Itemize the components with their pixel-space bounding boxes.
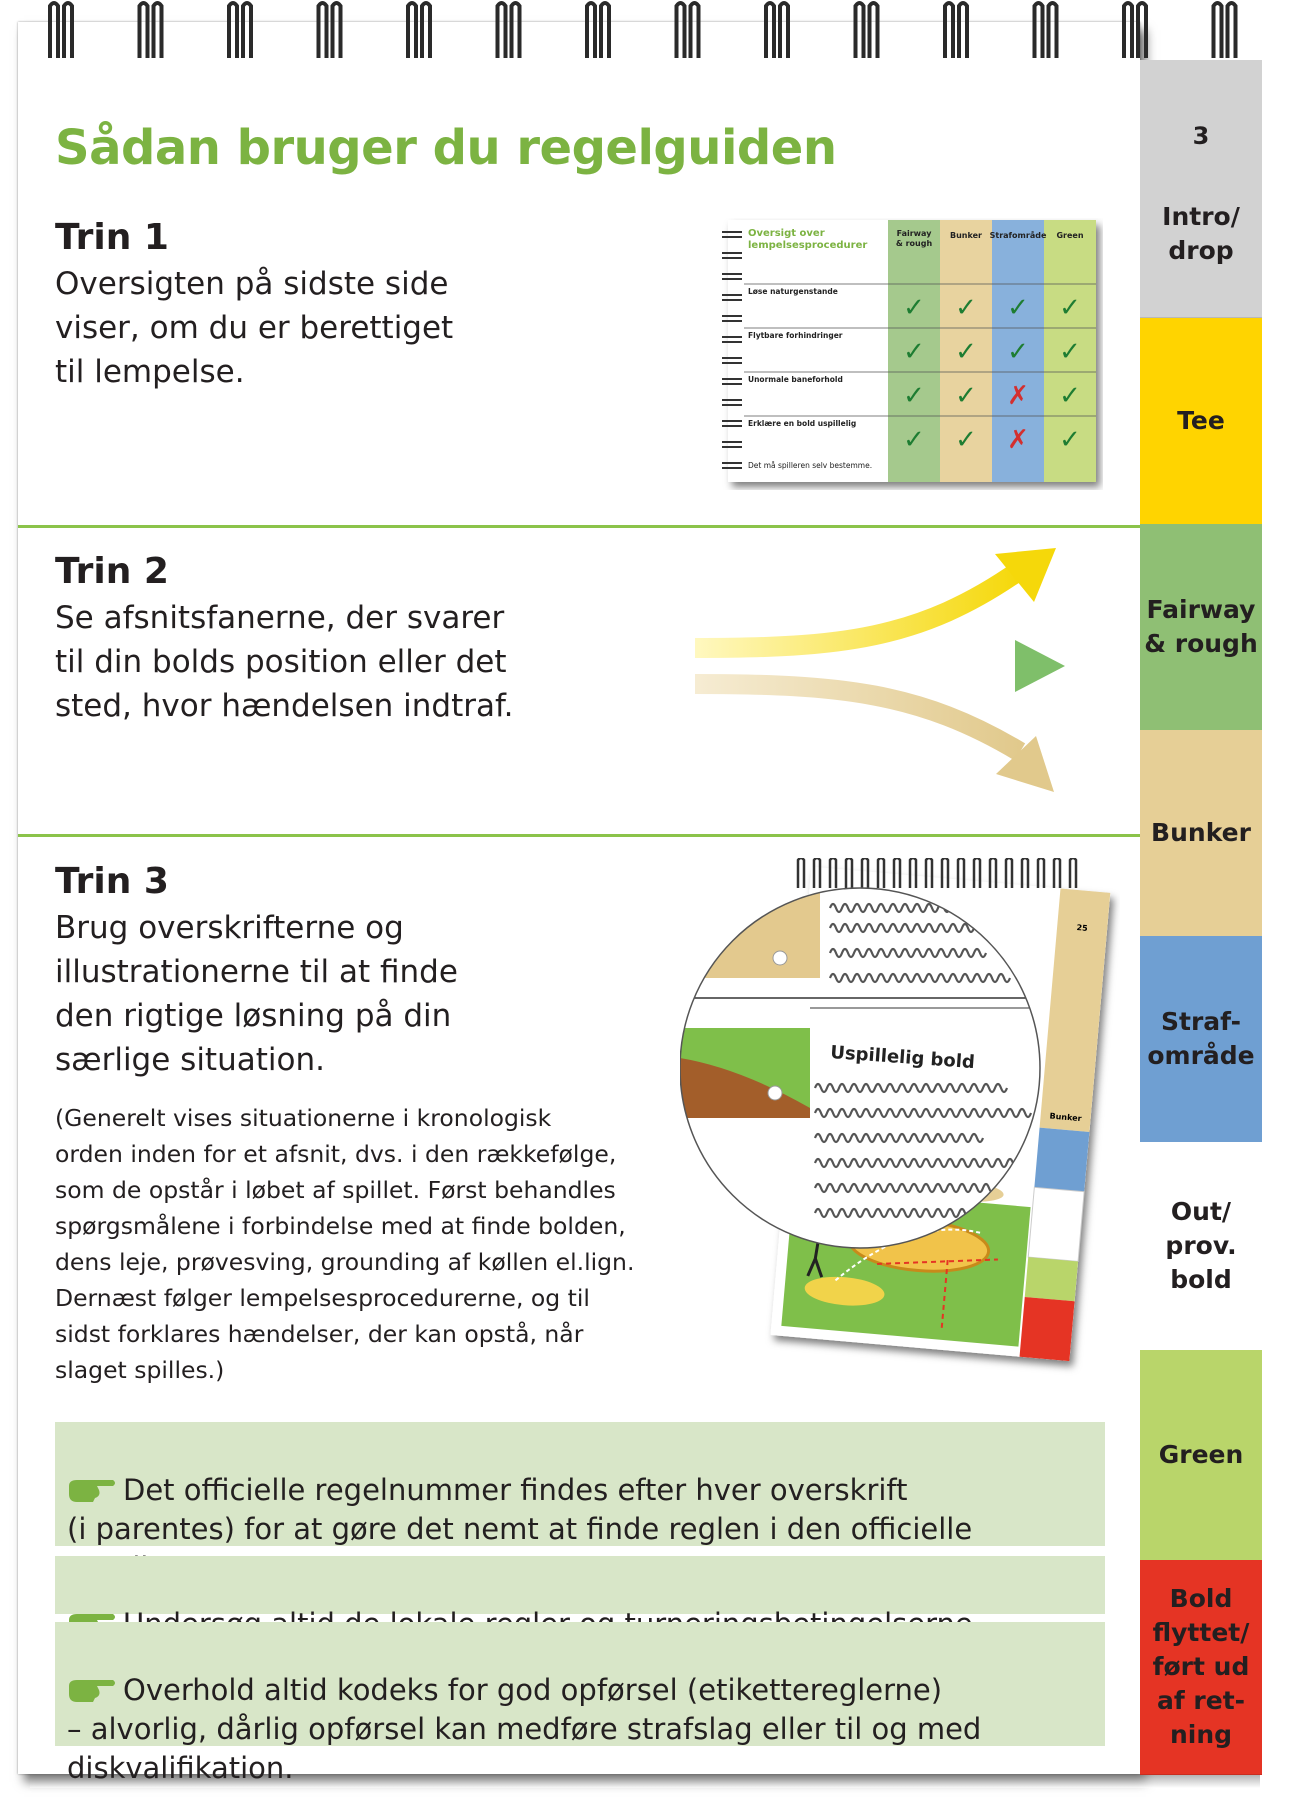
step-3-text: Brug overskrifterne og illustrationerne …	[55, 909, 458, 1078]
tip-etiquette-text: Overhold altid kodeks for god opførsel (…	[67, 1673, 982, 1785]
step-2-heading: Trin 2	[55, 551, 169, 592]
check-icon: ✓	[955, 293, 977, 323]
tip-local-rules: Undersøg altid de lokale regler og turne…	[55, 1556, 1105, 1641]
check-icon: ✓	[1059, 381, 1081, 411]
step-1-text: Oversigten på sidste side viser, om du e…	[55, 265, 454, 390]
check-icon: ✓	[1007, 293, 1029, 323]
step-3-detail: (Generelt vises situationerne i kronolog…	[55, 1104, 635, 1384]
check-icon: ✓	[1007, 337, 1029, 367]
check-icon: ✓	[955, 425, 977, 455]
thumb-tab-bunker: Bunker	[1049, 1111, 1082, 1123]
overview-col-1: Fairway	[897, 229, 933, 238]
cross-icon: ✗	[1007, 381, 1029, 411]
check-icon: ✓	[903, 337, 925, 367]
pointing-hand-icon	[69, 1680, 115, 1702]
step-1: Trin 1 Oversigten på sidste side viser, …	[55, 218, 453, 394]
overview-col-2: Bunker	[950, 231, 982, 240]
section-tab-7[interactable]: Green	[1140, 1350, 1262, 1561]
arrow-up-icon	[995, 548, 1056, 602]
overview-col-1b: & rough	[896, 239, 933, 248]
section-tab-8[interactable]: Bold flyttet/ ført ud af ret- ning	[1140, 1560, 1262, 1775]
check-icon: ✓	[1059, 425, 1081, 455]
section-tab-3[interactable]: Fairway & rough	[1140, 524, 1262, 731]
overview-col-4: Green	[1056, 231, 1083, 240]
page-title: Sådan bruger du regelguiden	[55, 120, 837, 176]
section-tab-6[interactable]: Out/ prov. bold	[1140, 1142, 1262, 1351]
check-icon: ✓	[903, 293, 925, 323]
overview-row-4: Erklære en bold uspillelig	[748, 419, 856, 428]
check-icon: ✓	[1059, 337, 1081, 367]
overview-row-1: Løse naturgenstande	[748, 287, 838, 296]
tip-etiquette: Overhold altid kodeks for god opførsel (…	[55, 1622, 1105, 1785]
spiral-binding	[48, 1, 1238, 58]
page-number: 3	[1192, 122, 1210, 150]
arrow-down-icon	[996, 736, 1054, 792]
magnifier-lens	[680, 887, 1041, 1249]
overview-title-line-2: lempelsesprocedurer	[748, 240, 867, 251]
section-tab-2[interactable]: Tee	[1140, 318, 1262, 525]
section-tab-5[interactable]: Straf- område	[1140, 936, 1262, 1143]
cross-icon: ✗	[1007, 425, 1029, 455]
pointing-hand-icon	[69, 1480, 115, 1502]
overview-col-3: Strafområde	[990, 230, 1047, 240]
divider-2	[18, 834, 1140, 837]
check-icon: ✓	[955, 381, 977, 411]
overview-footer: Det må spilleren selv bestemme.	[748, 461, 872, 470]
step-2-text: Se afsnitsfanerne, der svarer til din bo…	[55, 599, 514, 724]
page-shadow	[30, 1774, 1260, 1788]
step-2: Trin 2 Se afsnitsfanerne, der svarer til…	[55, 552, 514, 728]
overview-row-2: Flytbare forhindringer	[748, 331, 843, 340]
check-icon: ✓	[903, 425, 925, 455]
tip-rule-number: Det officielle regelnummer findes efter …	[55, 1422, 1105, 1585]
section-tab-1[interactable]: Intro/ drop	[1140, 60, 1262, 318]
thumb-page-number: 25	[1076, 923, 1088, 933]
overview-row-3: Unormale baneforhold	[748, 375, 843, 384]
section-tab-4[interactable]: Bunker	[1140, 730, 1262, 937]
overview-title-line-1: Oversigt over	[748, 228, 825, 239]
step-3: Trin 3 Brug overskrifterne og illustrati…	[55, 862, 458, 1082]
arrow-right-icon	[1015, 640, 1065, 692]
magnified-page-illustration: 25 Bunker Uspillelig bold	[680, 858, 1111, 1362]
check-icon: ✓	[1059, 293, 1081, 323]
step-1-heading: Trin 1	[55, 217, 169, 258]
direction-arrows	[694, 548, 1065, 792]
step-3-heading: Trin 3	[55, 861, 169, 902]
check-icon: ✓	[903, 381, 925, 411]
check-icon: ✓	[955, 337, 977, 367]
overview-thumbnail: Fairway & rough Bunker Strafområde Green…	[718, 218, 1103, 490]
divider-1	[18, 525, 1140, 528]
